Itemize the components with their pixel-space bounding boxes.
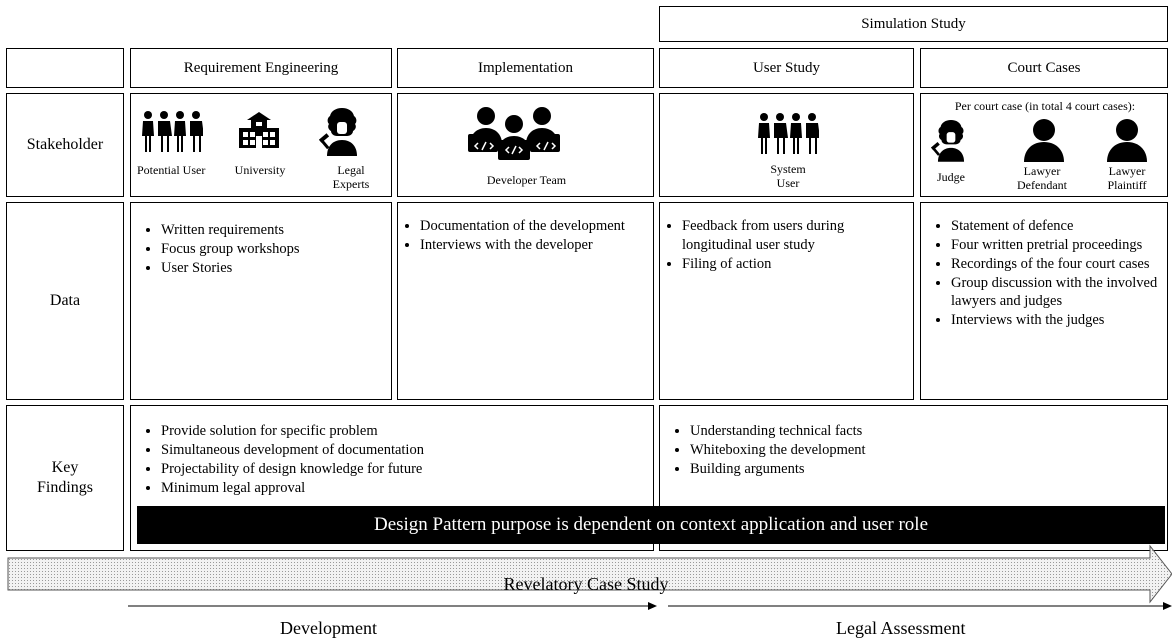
stakeholder-label: Judge: [937, 170, 965, 184]
legal-assessment-text: Legal Assessment: [836, 618, 966, 638]
stakeholder-label: System User: [770, 162, 806, 190]
development-text: Development: [280, 618, 377, 638]
stakeholder-cell-court-cases: Per court case (in total 4 court cases):…: [920, 93, 1168, 197]
stakeholder-label: Developer Team: [486, 173, 567, 187]
col-header-requirement-engineering: Requirement Engineering: [130, 48, 392, 88]
row-label-key-findings: Key Findings: [6, 405, 124, 551]
row-label-stakeholder: Stakeholder: [6, 93, 124, 197]
development-arrow: [128, 602, 657, 610]
lawyer-plaintiff-icon: [1107, 119, 1147, 162]
list-item: Building arguments: [690, 460, 1159, 479]
row-label-text: Key Findings: [36, 459, 93, 496]
list-item: Projectability of design knowledge for f…: [161, 460, 645, 479]
stakeholder-label: Potential User: [137, 163, 206, 177]
col-header-label: Implementation: [478, 59, 573, 76]
development-label: Development: [280, 618, 377, 639]
list-item: Four written pretrial proceedings: [951, 236, 1163, 255]
col-header-user-study: User Study: [659, 48, 914, 88]
stakeholder-label: Legal Experts: [332, 163, 370, 191]
stakeholder-cell-requirement: Potential User University Legal Experts: [130, 93, 392, 197]
list-item: Statement of defence: [951, 217, 1163, 236]
list-item: Interviews with the developer: [420, 236, 647, 255]
stakeholder-cell-implementation: Developer Team: [397, 93, 654, 197]
list-item: Focus group workshops: [161, 240, 383, 259]
stakeholder-label: Lawyer Defendant: [1017, 164, 1067, 192]
list-item: Recordings of the four court cases: [951, 255, 1163, 274]
banner-text: Design Pattern purpose is dependent on c…: [373, 514, 928, 535]
data-list: Written requirements Focus group worksho…: [139, 221, 383, 278]
findings-list: Understanding technical facts Whiteboxin…: [668, 422, 1159, 479]
list-item: Whiteboxing the development: [690, 441, 1159, 460]
list-item: Group discussion with the involved lawye…: [951, 274, 1163, 312]
list-item: User Stories: [161, 259, 383, 278]
simulation-study-header: Simulation Study: [659, 6, 1168, 42]
group-of-people-icon: [142, 111, 203, 152]
legal-expert-icon: [319, 108, 357, 156]
col-header-label: Court Cases: [1007, 59, 1081, 76]
corner-cell: [6, 48, 124, 88]
stakeholder-cell-user-study: System User: [659, 93, 914, 197]
list-item: Written requirements: [161, 221, 383, 240]
list-item: Filing of action: [682, 255, 907, 274]
group-of-people-icon: [758, 113, 819, 154]
case-study-text: Revelatory Case Study: [503, 574, 669, 594]
list-item: Provide solution for specific problem: [161, 422, 645, 441]
data-cell-implementation: Documentation of the development Intervi…: [397, 202, 654, 400]
list-item: Feedback from users during longitudinal …: [682, 217, 907, 255]
legal-assessment-arrow: [668, 602, 1172, 610]
row-label-data: Data: [6, 202, 124, 400]
col-header-label: User Study: [752, 59, 821, 76]
court-case-note: Per court case (in total 4 court cases):: [954, 99, 1136, 113]
data-cell-requirement: Written requirements Focus group worksho…: [130, 202, 392, 400]
col-header-court-cases: Court Cases: [920, 48, 1168, 88]
list-item: Interviews with the judges: [951, 311, 1163, 330]
stakeholder-label: Lawyer Plaintiff: [1107, 164, 1147, 192]
stakeholder-label: University: [234, 163, 286, 177]
design-pattern-banner: Design Pattern purpose is dependent on c…: [137, 506, 1165, 544]
row-label-text: Data: [49, 292, 81, 309]
col-header-implementation: Implementation: [397, 48, 654, 88]
list-item: Understanding technical facts: [690, 422, 1159, 441]
data-cell-court-cases: Statement of defence Four written pretri…: [920, 202, 1168, 400]
revelatory-case-study-arrow: [7, 544, 1172, 604]
lawyer-defendant-icon: [1024, 119, 1064, 162]
list-item: Simultaneous development of documentatio…: [161, 441, 645, 460]
list-item: Minimum legal approval: [161, 479, 645, 498]
data-list: Feedback from users during longitudinal …: [660, 217, 907, 274]
legal-assessment-label: Legal Assessment: [836, 618, 965, 639]
case-study-label: Revelatory Case Study: [0, 574, 1172, 595]
list-item: Documentation of the development: [420, 217, 647, 236]
spacer: [128, 617, 129, 618]
simulation-study-label: Simulation Study: [861, 15, 966, 32]
row-label-text: Stakeholder: [26, 136, 104, 153]
developer-team-icon: [468, 107, 560, 160]
findings-list: Provide solution for specific problem Si…: [139, 422, 645, 497]
data-list: Documentation of the development Intervi…: [398, 217, 647, 255]
university-icon: [239, 112, 279, 148]
data-cell-user-study: Feedback from users during longitudinal …: [659, 202, 914, 400]
judge-icon: [931, 120, 965, 162]
data-list: Statement of defence Four written pretri…: [929, 217, 1163, 330]
col-header-label: Requirement Engineering: [183, 59, 339, 76]
